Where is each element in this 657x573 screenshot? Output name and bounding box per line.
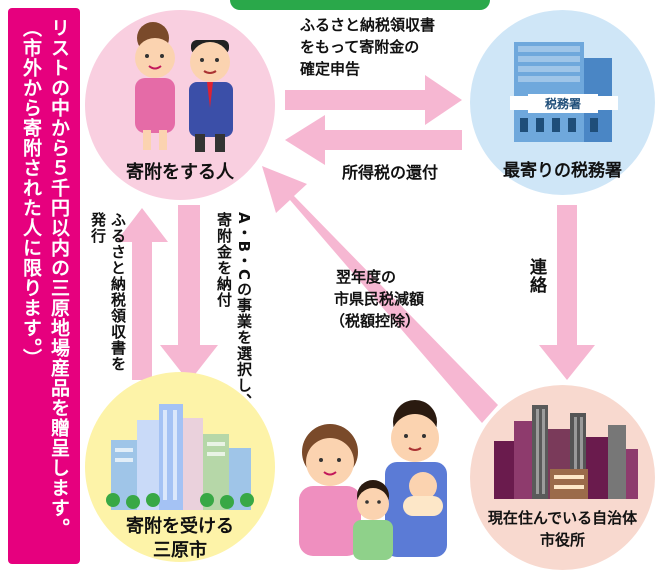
side-note-line1: リストの中から５千円以内の三原地場産品を贈呈します。 (48, 18, 70, 538)
local-gov-node: 現在住んでいる自治体 市役所 (470, 385, 655, 570)
local-gov-label-line1: 現在住んでいる自治体 (487, 509, 638, 527)
city-label-line2: 三原市 (153, 540, 207, 561)
arrow-reduction (262, 166, 498, 423)
family-illustration (299, 400, 447, 560)
flow-tax-return-line1: ふるさと納税領収書 (300, 16, 436, 34)
flow-tax-return-line2: をもって寄附金の (300, 38, 420, 56)
arrow-refund (285, 115, 462, 165)
donor-couple-illustration (135, 22, 233, 152)
flow-tax-return-line3: 確定申告 (300, 60, 361, 78)
flow-select-pay-label: A・B・Cの事業を選択し、寄附金を納付 (215, 212, 253, 410)
tax-office-node: 税務署 最寄りの税務署 (470, 10, 655, 195)
arrow-receipt (116, 208, 168, 380)
local-gov-label-line2: 市役所 (539, 531, 585, 549)
tax-office-sign: 税務署 (528, 94, 598, 113)
city-label-line1: 寄附を受ける (126, 516, 234, 537)
donor-node: 寄附をする人 (85, 10, 275, 200)
city-buildings-illustration (106, 404, 254, 510)
flow-reduction-line3: （税額控除） (330, 312, 421, 330)
arrow-select-pay (160, 205, 218, 382)
top-banner (230, 0, 490, 10)
local-gov-buildings-illustration (494, 405, 638, 499)
arrow-contact (539, 205, 595, 380)
side-note-line2: （市外から寄附された人に限ります。） (20, 18, 42, 369)
donor-label: 寄附をする人 (126, 162, 234, 183)
arrow-tax-return (285, 75, 462, 125)
tax-office-building-illustration (510, 42, 618, 142)
flow-reduction-line1: 翌年度の (336, 268, 397, 286)
tax-office-label: 最寄りの税務署 (503, 161, 622, 181)
city-node: 寄附を受ける 三原市 (85, 372, 275, 562)
side-note-bar: リストの中から５千円以内の三原地場産品を贈呈します。 （市外から寄附された人に限… (8, 8, 80, 564)
flow-receipt-label: ふるさと納税領収書を発行 (89, 212, 127, 372)
flow-reduction-line2: 市県民税減額 (334, 290, 425, 308)
flow-refund-label: 所得税の還付 (342, 163, 439, 182)
flow-contact-label: 連絡 (526, 258, 546, 294)
